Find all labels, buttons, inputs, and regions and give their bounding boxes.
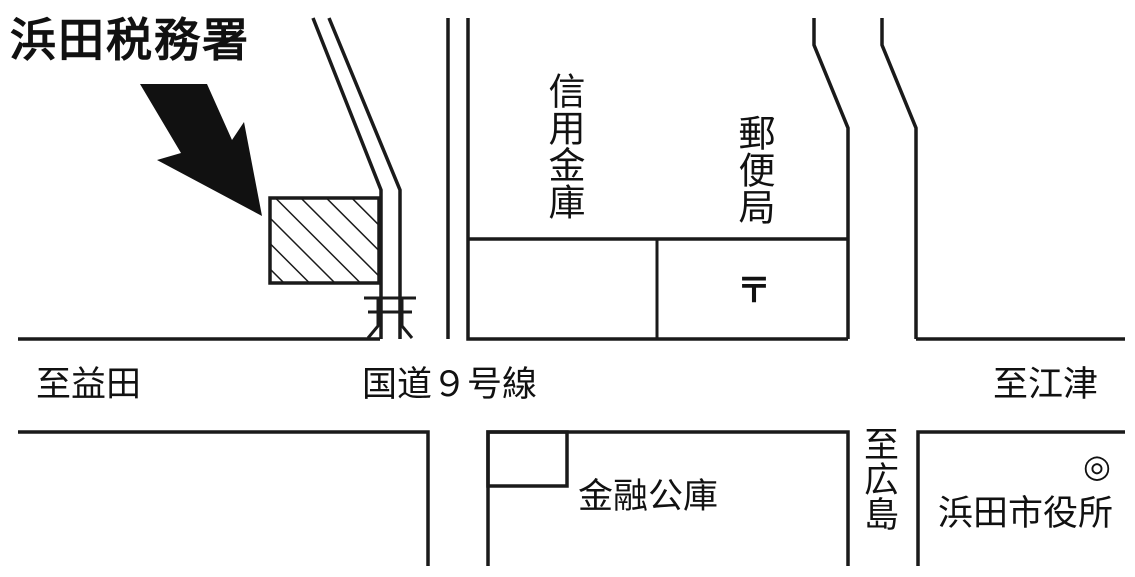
main-road-south-edge-west [18, 430, 430, 566]
finance-corp-building [486, 430, 569, 488]
post-office-icon: 〒 [737, 271, 771, 311]
shrine-gate-icon [364, 296, 416, 339]
main-road-south-edge-center [486, 430, 850, 566]
pointer-arrow [140, 84, 262, 216]
map-title: 浜田税務署 [10, 13, 250, 67]
city-hall-label: 浜田市役所 [938, 494, 1114, 534]
finance-corp-label: 金融公庫 [578, 477, 719, 517]
road-label-main: 国道９号線 [362, 365, 538, 405]
city-hall-icon: ◎ [1083, 447, 1111, 485]
diagonal-road-inner [327, 17, 402, 339]
northeast-road-east-edge [880, 18, 918, 339]
credit-union-label: 信用金庫 [542, 72, 585, 220]
post-office-label: 郵便局 [732, 114, 775, 225]
road-label-south: 至広島 [858, 426, 898, 531]
northeast-road-west-edge [812, 18, 850, 339]
road-label-west: 至益田 [36, 365, 142, 405]
road-label-east: 至江津 [993, 365, 1099, 405]
main-road-south-edge-east [916, 430, 1125, 566]
side-street-east-edge [466, 18, 848, 341]
tax-office-building [268, 196, 381, 285]
diagonal-road-outer [311, 17, 383, 339]
